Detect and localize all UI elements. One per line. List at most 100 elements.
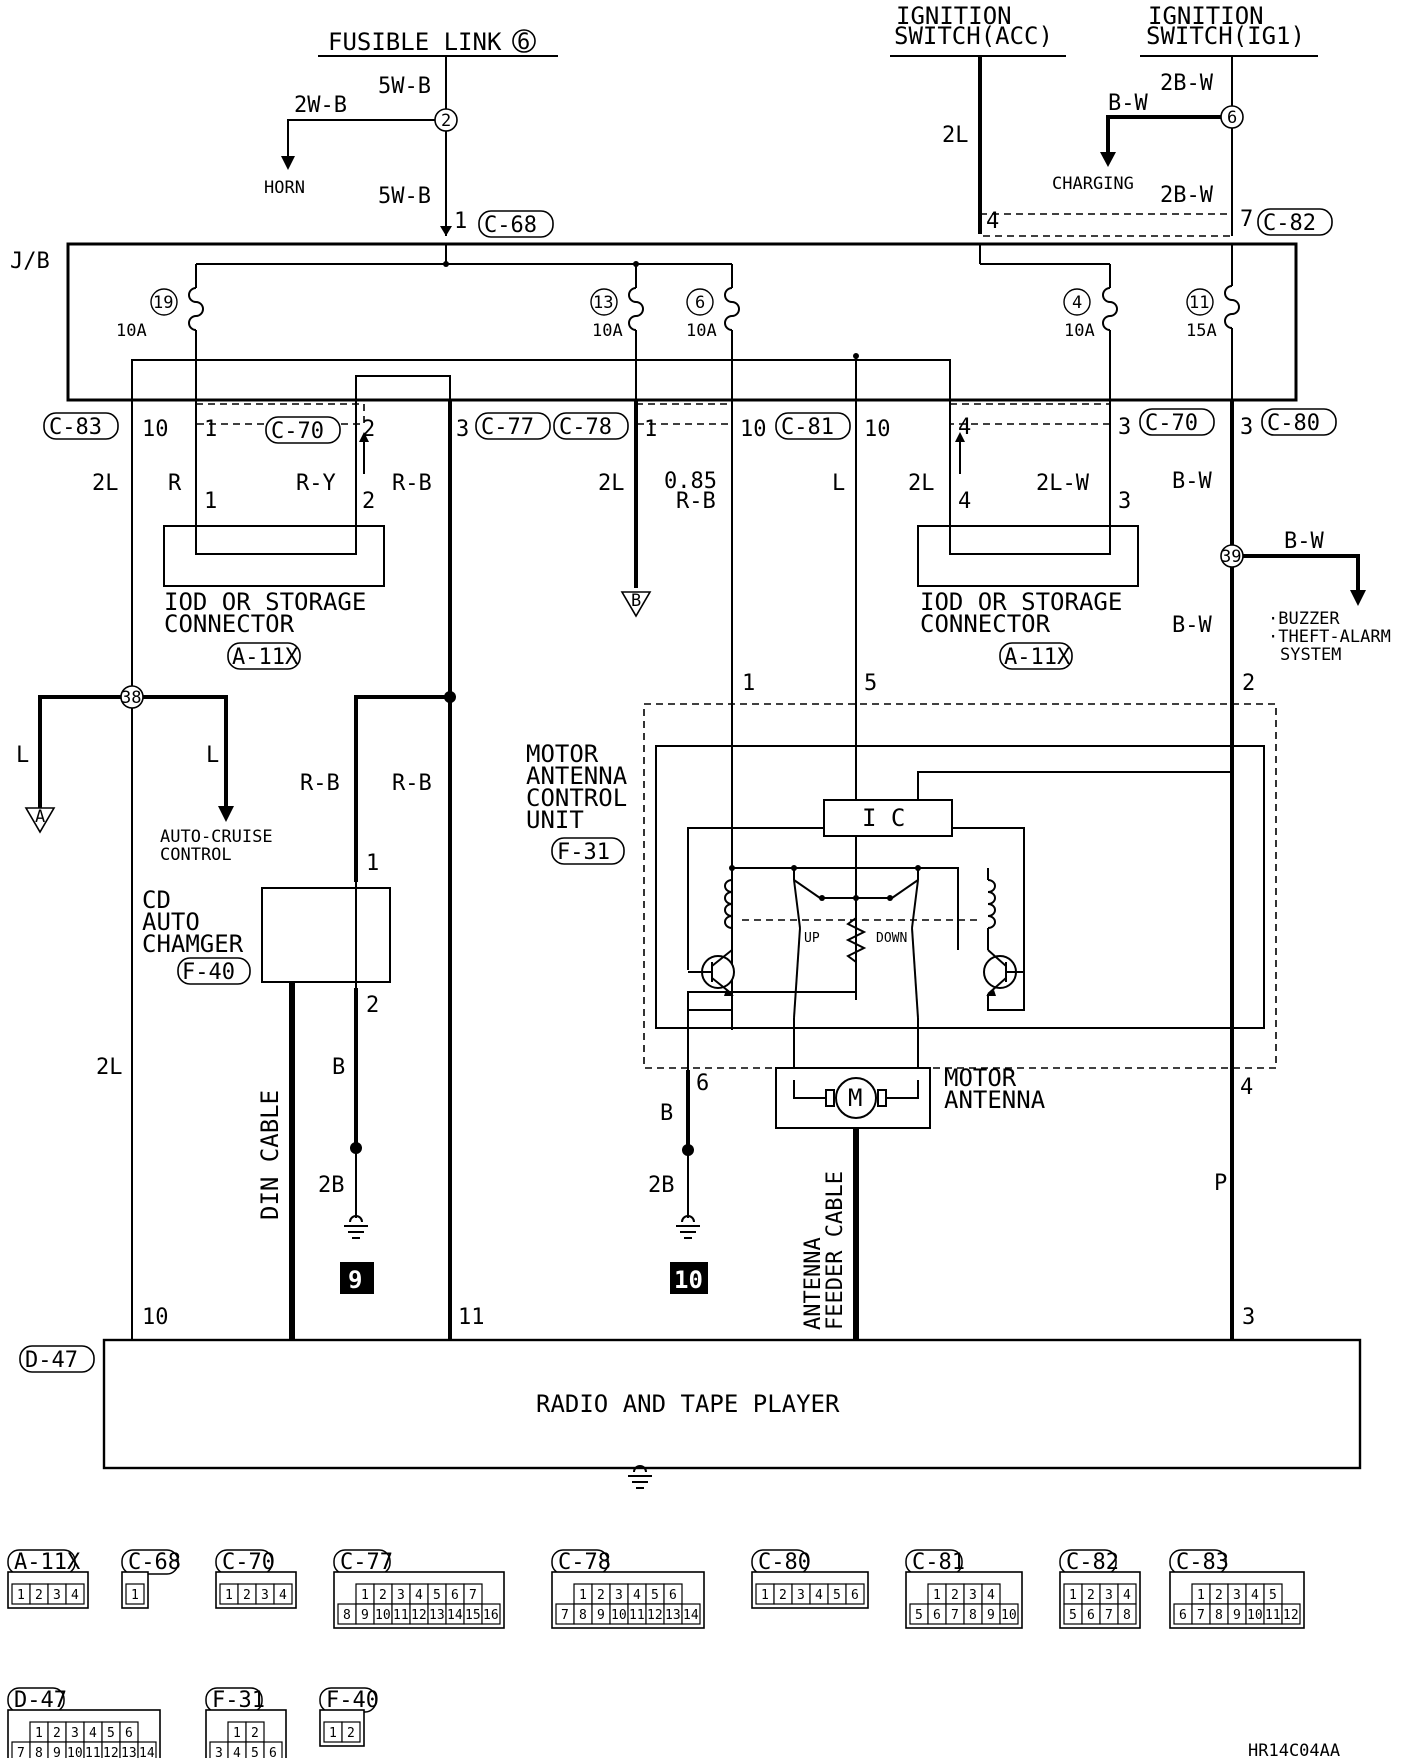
pin-c83-10: 10: [142, 417, 169, 442]
pin-f40-2: 2: [366, 993, 379, 1018]
connector-arrow-a-icon: [24, 807, 56, 834]
connector-tag-c70b: C-70: [1139, 408, 1215, 436]
svg-text:C-78: C-78: [559, 415, 612, 440]
legend-pin: 1: [1069, 1588, 1077, 1603]
legend-connector-name: F-31: [212, 1688, 265, 1713]
legend-pin: 4: [987, 1588, 995, 1603]
connector-tag-f31: F-31: [551, 837, 625, 865]
motor-antenna-label-1: MOTOR: [944, 1064, 1017, 1092]
svg-text:10A: 10A: [116, 321, 147, 341]
motor-antenna-label-2: ANTENNA: [944, 1086, 1046, 1114]
legend-pin: 6: [451, 1588, 459, 1603]
legend-pin: 14: [447, 1608, 463, 1623]
legend-pin: 2: [951, 1588, 959, 1603]
iod2-label-1: IOD OR STORAGE: [920, 588, 1122, 616]
connector-tag-f40: F-40: [177, 957, 251, 985]
ign-ig1-label-1: IGNITION: [1148, 2, 1264, 30]
splice-6-label: 6: [1227, 108, 1237, 128]
connector-tag-d47: D-47: [19, 1345, 95, 1373]
wire-label-2b-b: 2B: [648, 1173, 675, 1198]
legend-pin: 1: [361, 1588, 369, 1603]
jb-label: J/B: [10, 249, 50, 274]
connector-tag-c82: C-82: [1257, 208, 1333, 236]
wire-label-5wb-top: 5W-B: [378, 74, 431, 99]
pin-c81-10a: 10: [740, 417, 767, 442]
wire-label-rb-b: R-B: [300, 771, 340, 796]
svg-text:A-11X: A-11X: [1004, 645, 1071, 670]
pin-acc-4: 4: [986, 209, 999, 234]
svg-text:19: 19: [153, 293, 173, 313]
svg-text:C-82: C-82: [1263, 211, 1316, 236]
legend-pin: 5: [651, 1588, 659, 1603]
legend-pin: 11: [629, 1608, 645, 1623]
legend-pin: 2: [35, 1588, 43, 1603]
legend-pin: 7: [469, 1588, 477, 1603]
fusible-link-label: FUSIBLE LINK: [328, 28, 502, 56]
ground-10-label: 10: [674, 1266, 703, 1294]
iod-storage-connector-1: [163, 525, 385, 587]
resistor-icon: [845, 898, 867, 984]
wire-2wb-horn: [287, 119, 435, 158]
svg-text:15A: 15A: [1186, 321, 1217, 341]
connector-tag-c81: C-81: [775, 412, 851, 440]
legend-pin: 1: [17, 1588, 25, 1603]
dest-theft: ·THEFT-ALARM: [1268, 627, 1391, 647]
svg-text:C-77: C-77: [481, 415, 534, 440]
pin-c82-7: 7: [1240, 207, 1253, 232]
legend-pin: 4: [233, 1746, 241, 1758]
legend-pin: 7: [1197, 1608, 1205, 1623]
connector-tag-a11x-2: A-11X: [999, 642, 1073, 670]
ground-9-label: 9: [348, 1266, 362, 1294]
wire-label-bw-a: B-W: [1172, 469, 1212, 494]
svg-text:C-70: C-70: [271, 419, 324, 444]
wire-bw-charging: [1106, 115, 1221, 155]
pin-a11-3: 3: [1118, 489, 1131, 514]
svg-text:11: 11: [1189, 293, 1209, 313]
iod1-label-2: CONNECTOR: [164, 610, 295, 638]
legend-pin: 6: [669, 1588, 677, 1603]
legend-pin: 1: [579, 1588, 587, 1603]
relay-coil-left-icon: [724, 868, 733, 950]
legend-pin: 4: [89, 1726, 97, 1741]
wire-label-ry: R-Y: [296, 471, 336, 496]
connector-tag-c70: C-70: [265, 416, 341, 444]
dest-autocruise-2: CONTROL: [160, 845, 232, 865]
ignition-ig1-source: IGNITION SWITCH(IG1): [1140, 2, 1318, 57]
cd-label-3: CHAMGER: [142, 930, 244, 958]
pin-d47-11: 11: [458, 1305, 485, 1330]
legend-pin: 1: [761, 1588, 769, 1603]
legend-pin: 6: [1179, 1608, 1187, 1623]
pin-c81-10b: 10: [864, 417, 891, 442]
legend-connector-name: C-80: [758, 1550, 811, 1575]
legend-pin: 6: [851, 1588, 859, 1603]
svg-text:F-40: F-40: [182, 960, 235, 985]
din-cable-label: DIN CABLE: [256, 1090, 284, 1220]
ign-acc-label-2: SWITCH(ACC): [894, 22, 1053, 50]
wire-bw-buzzer: [1243, 554, 1360, 594]
legend-pin: 6: [1087, 1608, 1095, 1623]
legend-pin: 7: [951, 1608, 959, 1623]
connector-tag-c80: C-80: [1261, 408, 1337, 436]
legend-connector-name: F-40: [326, 1688, 379, 1713]
legend-pin: 11: [393, 1608, 409, 1623]
legend-pin: 3: [1233, 1588, 1241, 1603]
wire-label-2bw-top: 2B-W: [1160, 71, 1214, 96]
svg-text:C-81: C-81: [781, 415, 834, 440]
ic-block: [823, 799, 953, 837]
pin-f31-4: 4: [1240, 1075, 1253, 1100]
wire-label-l-a: L: [16, 743, 29, 768]
legend-connector-name: D-47: [14, 1688, 67, 1713]
legend-pin: 3: [797, 1588, 805, 1603]
legend-pin: 8: [343, 1608, 351, 1623]
mac-label-1: MOTOR: [526, 740, 599, 768]
svg-text:A-11X: A-11X: [232, 645, 299, 670]
pin-c70b-4: 4: [958, 415, 971, 440]
ignition-acc-source: IGNITION SWITCH(ACC): [890, 2, 1066, 57]
cd-label-2: AUTO: [142, 908, 200, 936]
legend-pin: 11: [85, 1746, 101, 1758]
